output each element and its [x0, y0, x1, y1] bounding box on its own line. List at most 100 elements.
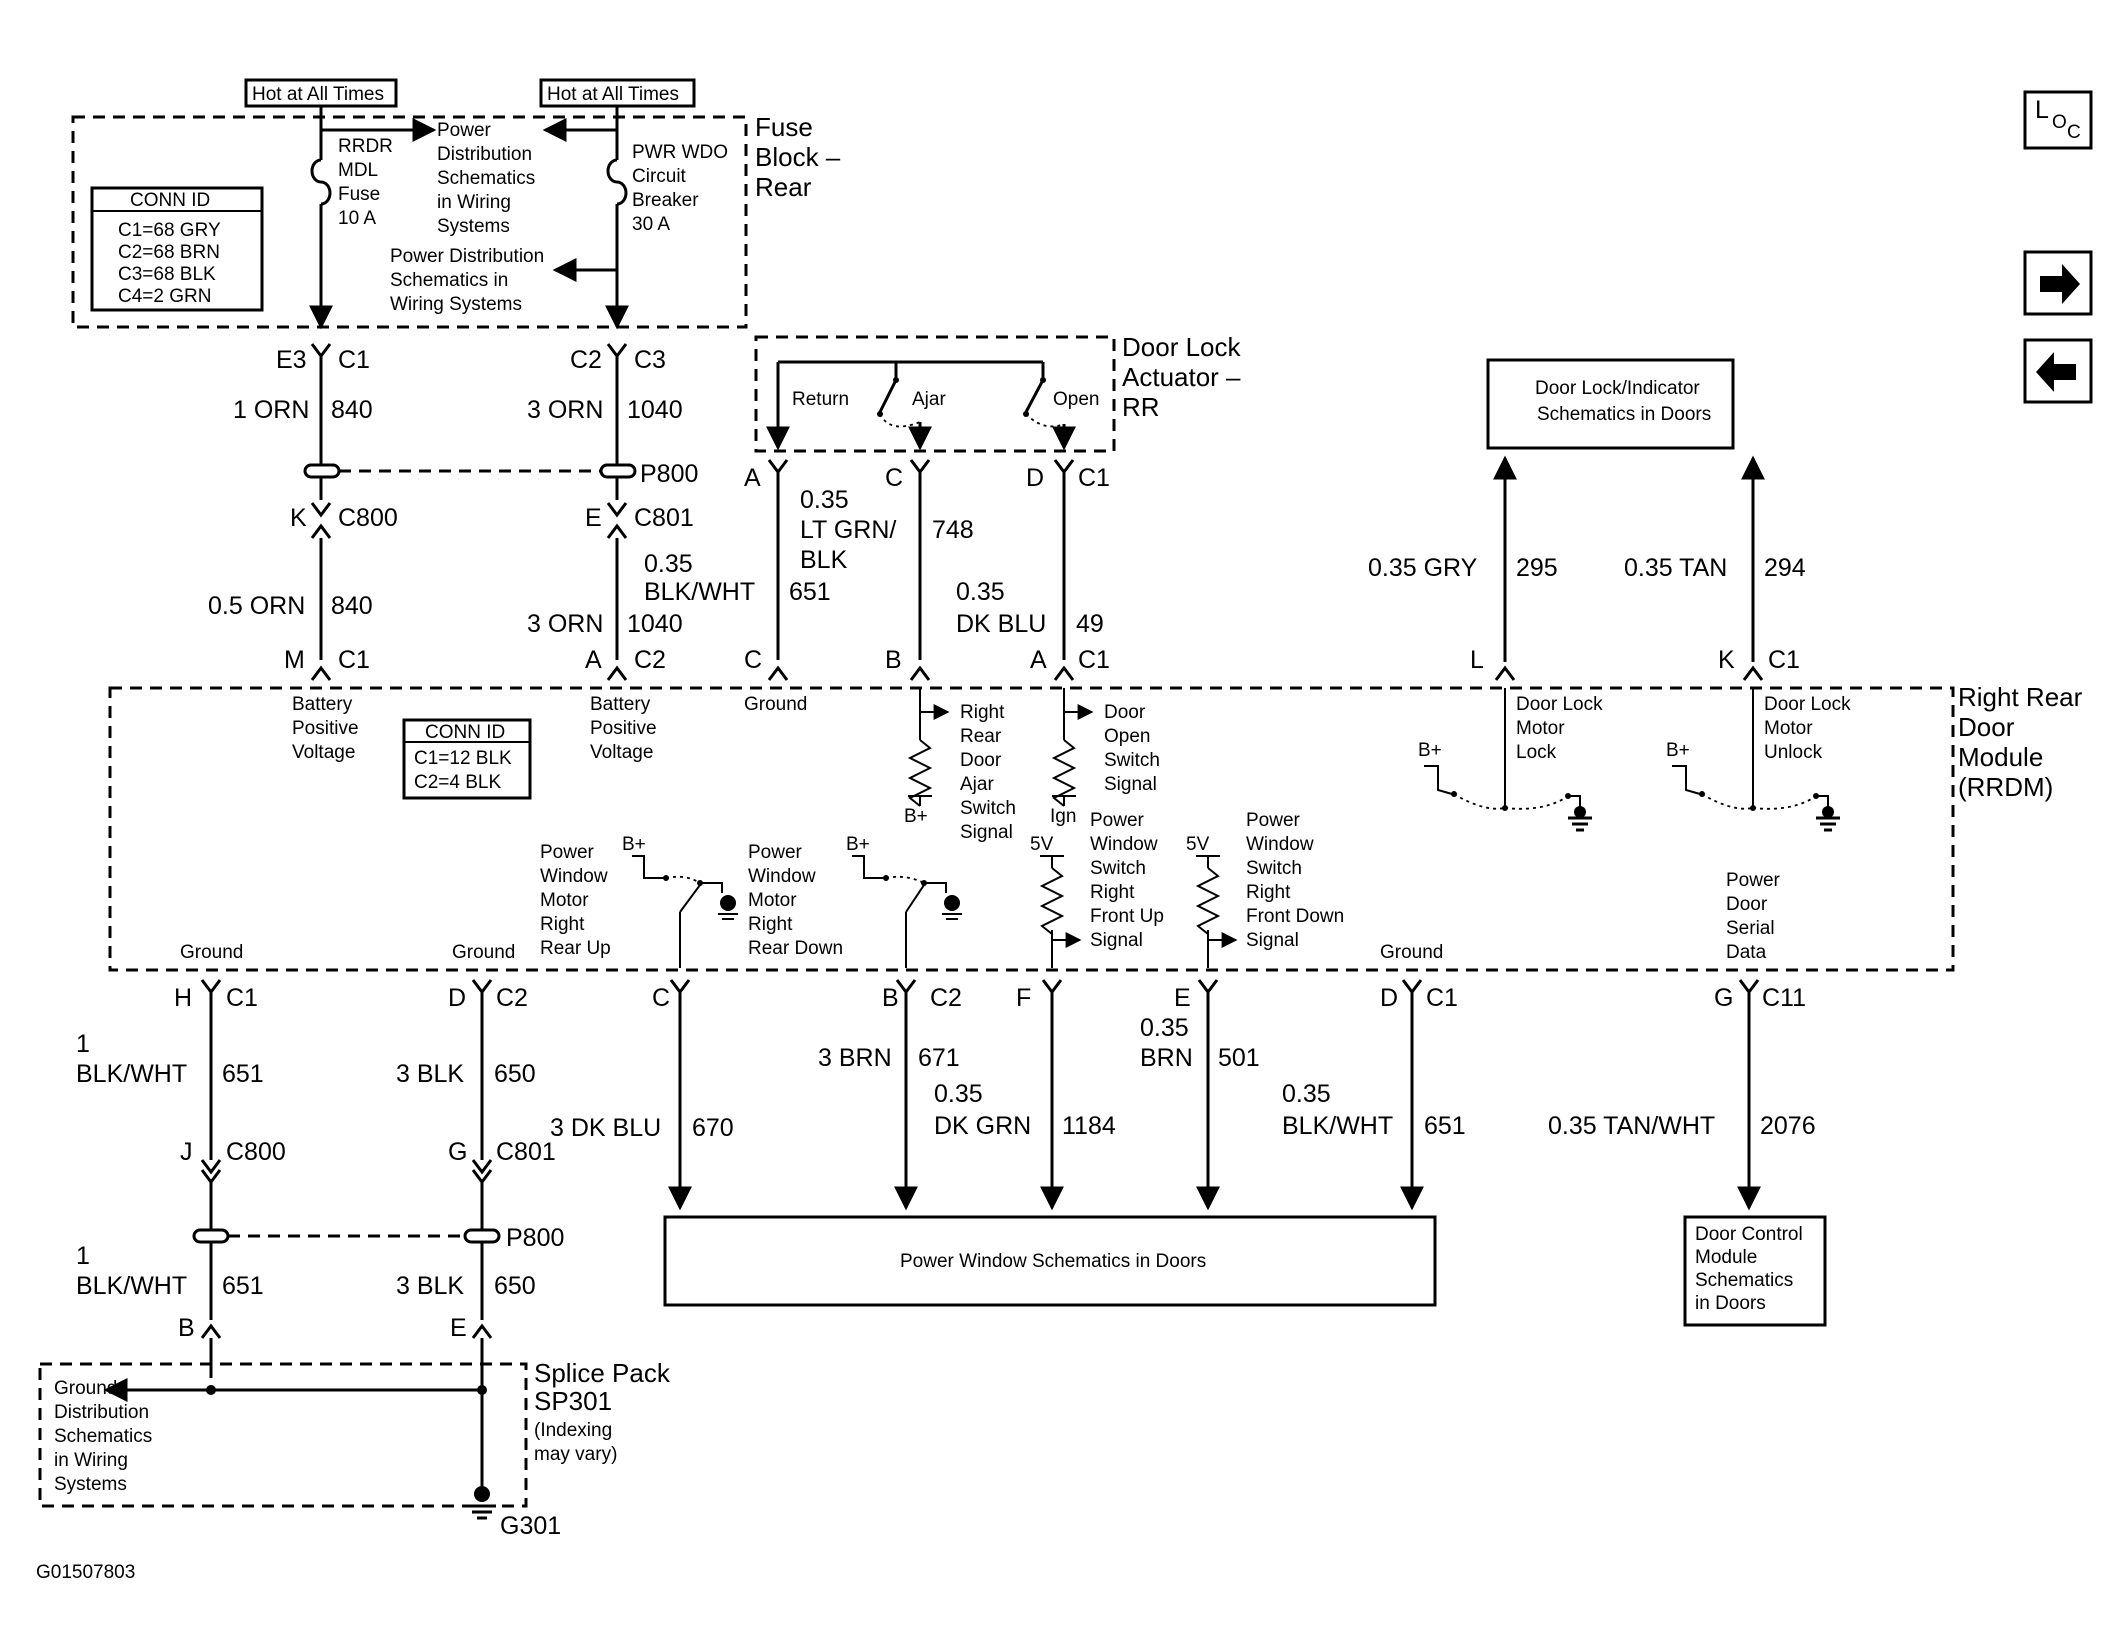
svg-text:Ajar: Ajar: [960, 774, 994, 795]
svg-text:0.35: 0.35: [800, 486, 849, 514]
svg-text:30 A: 30 A: [632, 214, 670, 235]
svg-text:Open: Open: [1104, 726, 1150, 747]
svg-text:in Wiring: in Wiring: [437, 192, 511, 213]
svg-text:0.35: 0.35: [934, 1080, 983, 1108]
svg-text:651: 651: [222, 1060, 264, 1088]
svg-text:Power: Power: [1246, 810, 1301, 831]
svg-text:Rear Up: Rear Up: [540, 938, 611, 959]
svg-text:B: B: [178, 1314, 195, 1342]
svg-text:Window: Window: [1090, 834, 1158, 855]
svg-text:B+: B+: [846, 834, 870, 855]
svg-text:Motor: Motor: [748, 890, 797, 911]
svg-text:Switch: Switch: [1090, 858, 1146, 879]
circuit-2076: G C11 0.35 TAN/WHT 2076: [1548, 979, 1816, 1211]
svg-text:E3: E3: [276, 346, 307, 374]
svg-text:PWR WDO: PWR WDO: [632, 142, 728, 163]
svg-text:D: D: [1026, 464, 1044, 492]
svg-text:Door Lock: Door Lock: [1764, 694, 1851, 715]
svg-text:C2: C2: [496, 984, 528, 1012]
svg-text:O: O: [2052, 112, 2067, 133]
door-lock-indicator-box: Door Lock/Indicator Schematics in Doors: [1486, 358, 1735, 450]
svg-text:501: 501: [1218, 1044, 1260, 1072]
svg-text:in Doors: in Doors: [1695, 1293, 1766, 1314]
svg-text:Battery: Battery: [292, 694, 353, 715]
connector-icon: [303, 463, 341, 479]
svg-text:CONN ID: CONN ID: [425, 722, 505, 743]
svg-text:BLK/WHT: BLK/WHT: [644, 578, 755, 606]
svg-text:(RRDM): (RRDM): [1958, 772, 2053, 802]
svg-text:E: E: [450, 1314, 467, 1342]
ground-icon: [1568, 806, 1592, 832]
svg-text:G: G: [1714, 984, 1733, 1012]
circuit-breaker-icon: [606, 158, 628, 206]
svg-text:Signal: Signal: [1090, 930, 1143, 951]
svg-text:Rear Down: Rear Down: [748, 938, 843, 959]
svg-text:3 ORN: 3 ORN: [527, 610, 603, 638]
splice-pack: Splice Pack SP301 (Indexing may vary) Gr…: [38, 1358, 671, 1540]
svg-text:DK GRN: DK GRN: [934, 1112, 1031, 1140]
svg-text:C: C: [885, 464, 903, 492]
svg-text:Window: Window: [540, 866, 608, 887]
svg-text:Window: Window: [1246, 834, 1314, 855]
svg-text:650: 650: [494, 1060, 536, 1088]
svg-text:0.5 ORN: 0.5 ORN: [208, 592, 305, 620]
svg-text:RR: RR: [1122, 392, 1160, 422]
svg-text:0.35 TAN/WHT: 0.35 TAN/WHT: [1548, 1112, 1715, 1140]
svg-text:Power: Power: [1726, 870, 1781, 891]
loc-button[interactable]: L O C: [2023, 90, 2093, 150]
svg-text:Power: Power: [1090, 810, 1145, 831]
svg-text:in Wiring: in Wiring: [54, 1450, 128, 1471]
svg-text:Schematics: Schematics: [437, 168, 535, 189]
next-page-button[interactable]: [2023, 250, 2093, 316]
svg-text:L: L: [2035, 96, 2049, 124]
svg-text:Front Up: Front Up: [1090, 906, 1164, 927]
svg-text:Actuator –: Actuator –: [1122, 362, 1241, 392]
svg-text:C1: C1: [1078, 646, 1110, 674]
svg-text:Battery: Battery: [590, 694, 651, 715]
svg-text:C: C: [744, 646, 762, 674]
svg-text:Signal: Signal: [960, 822, 1013, 843]
svg-text:2076: 2076: [1760, 1112, 1816, 1140]
svg-text:650: 650: [494, 1272, 536, 1300]
svg-text:Schematics in Doors: Schematics in Doors: [1537, 404, 1711, 425]
svg-text:1: 1: [76, 1242, 90, 1270]
svg-text:3 BLK: 3 BLK: [396, 1060, 464, 1088]
svg-text:C1: C1: [338, 346, 370, 374]
svg-text:C11: C11: [1762, 984, 1806, 1012]
svg-text:G: G: [448, 1138, 467, 1166]
svg-text:Power Window Schematics in Doo: Power Window Schematics in Doors: [900, 1251, 1206, 1272]
svg-text:B+: B+: [1666, 740, 1690, 761]
svg-text:670: 670: [692, 1114, 734, 1142]
svg-text:Ground: Ground: [54, 1378, 117, 1399]
svg-text:C801: C801: [634, 504, 694, 532]
svg-text:C3=68 BLK: C3=68 BLK: [118, 264, 216, 285]
svg-text:671: 671: [918, 1044, 960, 1072]
svg-text:Schematics in: Schematics in: [390, 270, 508, 291]
svg-text:Open: Open: [1053, 389, 1099, 410]
fuse-block: Fuse Block – Rear Hot at All Times Hot a…: [71, 78, 841, 330]
svg-text:Rear: Rear: [960, 726, 1002, 747]
svg-text:Door: Door: [1104, 702, 1146, 723]
svg-text:J: J: [180, 1138, 193, 1166]
svg-text:Data: Data: [1726, 942, 1767, 963]
splice-title: Splice Pack: [534, 1358, 671, 1388]
svg-text:M: M: [284, 646, 305, 674]
svg-text:P800: P800: [506, 1224, 564, 1252]
svg-text:BLK/WHT: BLK/WHT: [76, 1060, 187, 1088]
svg-text:B: B: [885, 646, 902, 674]
svg-text:BLK: BLK: [800, 546, 848, 574]
svg-text:294: 294: [1764, 554, 1806, 582]
svg-text:Systems: Systems: [437, 216, 510, 237]
svg-text:C1: C1: [1078, 464, 1110, 492]
svg-text:Circuit: Circuit: [632, 166, 687, 187]
svg-text:Systems: Systems: [54, 1474, 127, 1495]
rrdm-conn-id-table: CONN ID C1=12 BLK C2=4 BLK: [402, 718, 532, 800]
svg-text:1040: 1040: [627, 396, 683, 424]
svg-text:E: E: [585, 504, 602, 532]
svg-text:Switch: Switch: [960, 798, 1016, 819]
svg-text:5V: 5V: [1186, 834, 1210, 855]
prev-page-button[interactable]: [2023, 338, 2093, 404]
svg-text:Door: Door: [1958, 712, 2015, 742]
svg-text:Unlock: Unlock: [1764, 742, 1823, 763]
svg-text:C1: C1: [226, 984, 258, 1012]
